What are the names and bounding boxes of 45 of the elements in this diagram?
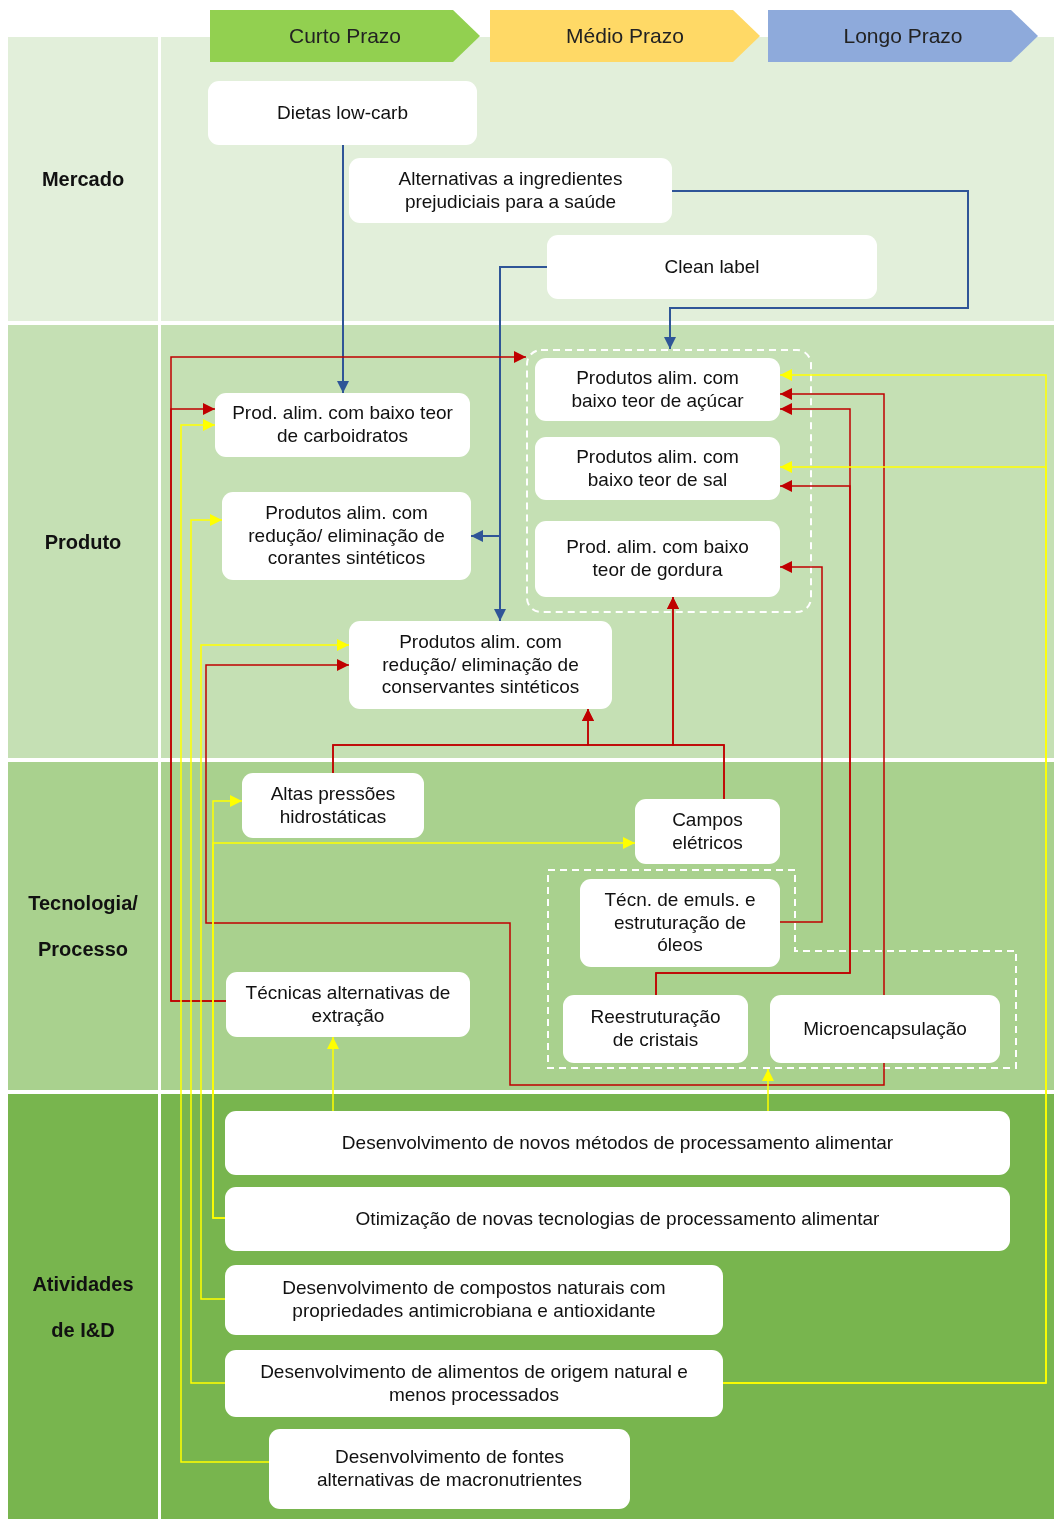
topic-box: Produtos alim. com redução/ eliminação de corantes sintéticos	[222, 492, 471, 580]
topic-box: Prod. alim. com baixo teor de carboidratos	[215, 393, 470, 457]
topic-box: Otimização de novas tecnologias de processamento alimentar	[225, 1187, 1010, 1251]
period-header: Curto Prazo	[210, 10, 480, 62]
connector-arrow	[779, 388, 885, 996]
topic-box: Produtos alim. com redução/ eliminação de conservantes sintéticos	[349, 621, 612, 709]
row-band	[8, 762, 1054, 1090]
topic-box: Desenvolvimento de novos métodos de processamento alimentar	[225, 1111, 1010, 1175]
connector-arrow	[190, 514, 226, 1384]
topic-box: Reestruturação de cristais	[563, 995, 748, 1063]
topic-box: Clean label	[547, 235, 877, 299]
topic-box: Alternativas a ingredientes prejudiciais para a saúde	[349, 158, 672, 223]
row-label: Mercado	[40, 167, 126, 192]
topic-box: Produtos alim. com baixo teor de sal	[535, 437, 780, 500]
row-label: Atividades de I&D	[31, 1271, 135, 1343]
dashed-group-outline	[547, 869, 1017, 1069]
row-band	[8, 1094, 1054, 1519]
topic-box: Técn. de emuls. e estruturação de óleos	[580, 879, 780, 967]
connector-arrow	[762, 1068, 774, 1112]
row-band	[8, 325, 1054, 758]
row-label: Tecnologia/ Processo	[27, 891, 139, 962]
topic-box: Desenvolvimento de alimentos de origem natural e menos processados	[225, 1350, 723, 1417]
period-header: Médio Prazo	[490, 10, 760, 62]
period-header: Longo Prazo	[768, 10, 1038, 62]
topic-box: Altas pressões hidrostáticas	[242, 773, 424, 838]
connector-arrow	[664, 190, 969, 350]
topic-box: Prod. alim. com baixo teor de gordura	[535, 521, 780, 597]
connector-arrow	[170, 403, 227, 1002]
connector-arrow	[180, 419, 270, 1463]
connector-arrow	[779, 561, 823, 923]
row-label: Produto	[43, 529, 123, 555]
connector-arrow	[337, 144, 349, 394]
connector-arrow	[327, 1036, 339, 1112]
topic-box: Desenvolvimento de compostos naturais com propriedades antimicrobiana e antioxidante	[225, 1265, 723, 1335]
topic-box: Desenvolvimento de fontes alternativas de macronutrientes	[269, 1429, 630, 1509]
connector-arrow	[212, 795, 243, 1219]
topic-box: Campos elétricos	[635, 799, 780, 864]
topic-box: Produtos alim. com baixo teor de açúcar	[535, 358, 780, 421]
topic-box: Dietas low-carb	[208, 81, 477, 145]
topic-box: Microencapsulação	[770, 995, 1000, 1063]
topic-box: Técnicas alternativas de extração	[226, 972, 470, 1037]
connector-arrow	[667, 596, 725, 800]
connector-arrow	[205, 659, 885, 1086]
connector-arrow	[200, 639, 350, 1300]
dashed-group-outline	[526, 349, 812, 613]
